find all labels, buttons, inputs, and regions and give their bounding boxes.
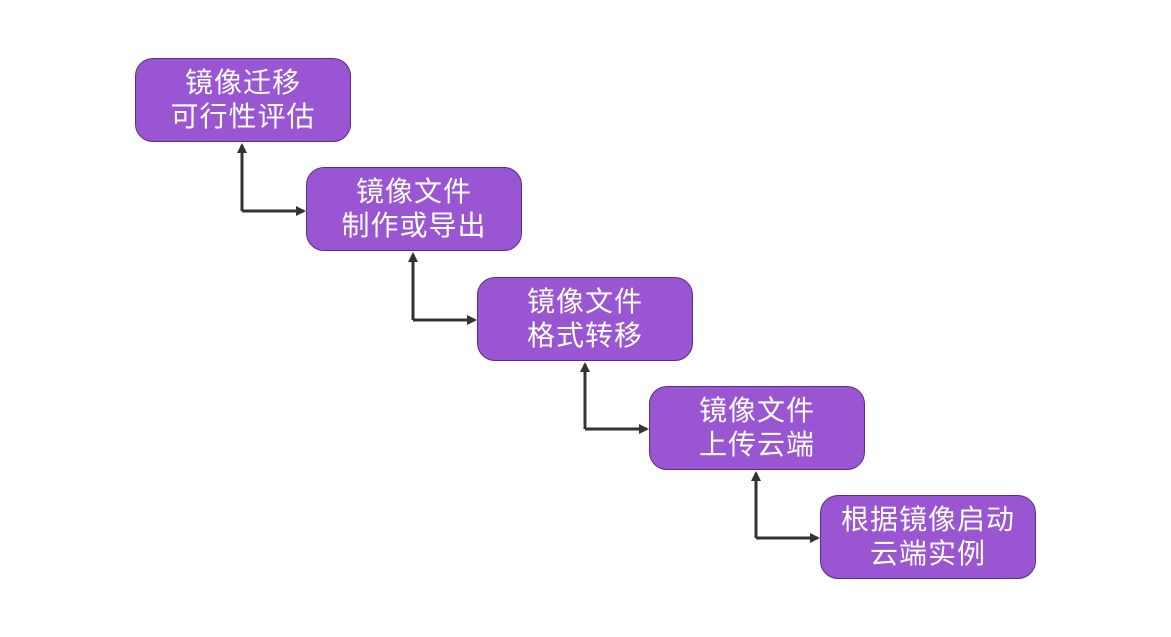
step-label-line1: 根据镜像启动 <box>840 503 1015 536</box>
step-label-line2: 云端实例 <box>869 537 986 570</box>
step-feasibility-assessment: 镜像迁移 可行性评估 <box>135 58 351 142</box>
connector-2-3 <box>408 252 477 325</box>
step-label-line1: 镜像文件 <box>526 285 643 318</box>
connector-1-2 <box>237 143 306 216</box>
step-label-line1: 镜像文件 <box>698 394 815 427</box>
step-label-line2: 格式转移 <box>526 319 643 352</box>
step-label-line2: 可行性评估 <box>170 100 316 133</box>
step-image-format-transfer: 镜像文件 格式转移 <box>477 277 693 361</box>
connector-4-5 <box>751 471 820 543</box>
step-launch-cloud-instance: 根据镜像启动 云端实例 <box>820 495 1036 579</box>
step-image-upload-cloud: 镜像文件 上传云端 <box>649 386 865 470</box>
step-label-line2: 制作或导出 <box>341 209 487 242</box>
step-image-create-export: 镜像文件 制作或导出 <box>306 167 522 251</box>
step-label-line2: 上传云端 <box>698 428 815 461</box>
step-label-line1: 镜像迁移 <box>184 66 301 99</box>
step-label-line1: 镜像文件 <box>355 175 472 208</box>
connector-3-4 <box>580 362 649 434</box>
